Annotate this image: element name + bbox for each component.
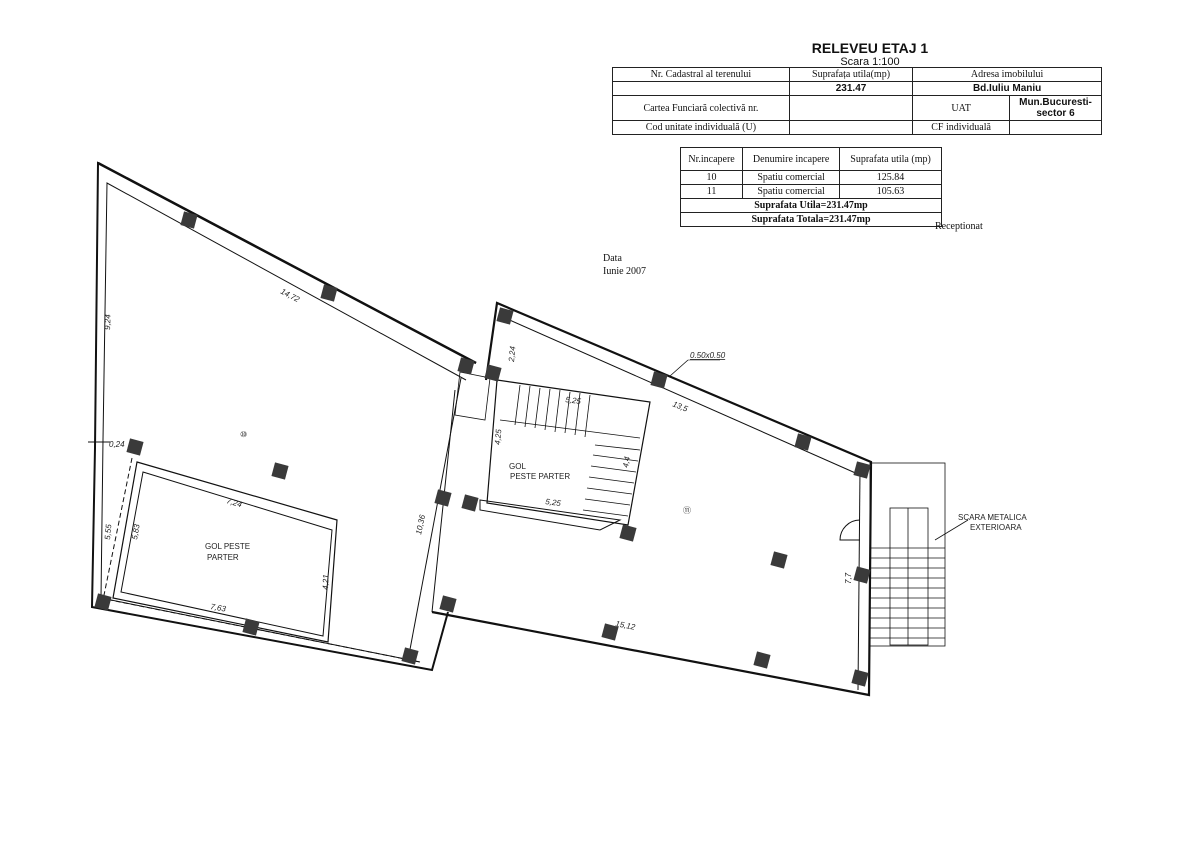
void-center <box>486 379 651 526</box>
dimension: 14,72 <box>279 287 301 305</box>
column <box>753 651 771 669</box>
column <box>401 647 419 665</box>
column <box>439 595 457 613</box>
column <box>94 593 112 611</box>
cell <box>788 120 914 135</box>
dimension: 5,83 <box>130 523 142 540</box>
column-size-label: 0.50x0.50 <box>690 351 726 360</box>
total: Suprafata Totala=231.47mp <box>680 212 942 227</box>
dimension: 0,24 <box>109 440 125 449</box>
room-number-10: ⑩ <box>240 430 247 439</box>
column <box>794 433 812 451</box>
column <box>770 551 788 569</box>
cadastral-table: Nr. Cadastral al terenului Suprafața uti… <box>612 67 1102 135</box>
dimension: 9,24 <box>103 314 113 330</box>
external-stair-label: SCARA METALICA <box>958 513 1027 522</box>
columns <box>94 211 871 687</box>
external-stair <box>869 462 946 647</box>
room-number-11: ⑪ <box>683 506 691 515</box>
column <box>180 211 198 229</box>
table-row: 11 Spatiu comercial 105.63 <box>679 184 942 199</box>
dimension: 5,55 <box>103 523 113 540</box>
drawing-title: RELEVEU ETAJ 1 <box>811 40 929 56</box>
external-stair-label: EXTERIOARA <box>970 523 1022 532</box>
cell <box>1009 120 1102 135</box>
wall-outer <box>90 161 477 672</box>
void-center-label: PESTE PARTER <box>510 472 570 481</box>
column <box>320 284 338 302</box>
dimension: 5,25 <box>545 497 562 508</box>
date-block: Data Iunie 2007 <box>603 252 646 278</box>
drawing-scale: Scara 1:100 <box>840 56 900 68</box>
dimension: 2,24 <box>507 345 517 363</box>
cell: UAT <box>912 95 1010 121</box>
door <box>839 519 861 541</box>
wall-outer-right <box>431 301 873 697</box>
column <box>271 462 289 480</box>
interior-stair <box>454 371 641 517</box>
dimension: 4,21 <box>321 574 331 590</box>
column <box>434 489 452 507</box>
column <box>242 618 260 636</box>
column <box>126 438 144 456</box>
void-left-label: PARTER <box>207 553 239 562</box>
column <box>496 307 514 325</box>
dimension: 10,36 <box>414 513 427 535</box>
wall-inner <box>100 182 467 663</box>
rooms-table: Nr.incapere Denumire incapere Suprafata … <box>679 147 942 227</box>
void-left-label: GOL PESTE <box>205 542 250 551</box>
void-center-label: GOL <box>509 462 526 471</box>
column <box>650 371 668 389</box>
dimension: 7,24 <box>225 496 243 509</box>
dimension: 15,12 <box>615 619 637 632</box>
receptionat-label: Receptionat <box>935 221 983 232</box>
column <box>851 669 869 687</box>
column <box>461 494 479 512</box>
column <box>853 566 871 584</box>
date-value: Iunie 2007 <box>603 266 647 277</box>
cell: Cartea Funciară colectivă nr. <box>612 95 790 121</box>
cell: CF individuală <box>912 120 1010 135</box>
cell <box>788 95 914 121</box>
column <box>484 364 502 382</box>
dimension: 5,25 <box>565 395 582 406</box>
cell: Mun.Bucuresti-sector 6 <box>1009 95 1102 121</box>
date-label: Data <box>603 253 622 264</box>
dimension: 4,4 <box>621 455 632 468</box>
column <box>853 461 871 479</box>
column <box>457 357 475 375</box>
header-cell: Suprafata utila (mp) <box>839 147 942 171</box>
dimension: 7,7 <box>844 572 853 584</box>
dimension: 4,25 <box>493 428 503 445</box>
dimension: 13,5 <box>671 400 689 414</box>
column <box>619 524 637 542</box>
header-cell: Nr.incapere <box>679 147 744 171</box>
void-left <box>112 461 338 643</box>
column <box>601 623 619 641</box>
dimension: 7,63 <box>210 602 227 614</box>
